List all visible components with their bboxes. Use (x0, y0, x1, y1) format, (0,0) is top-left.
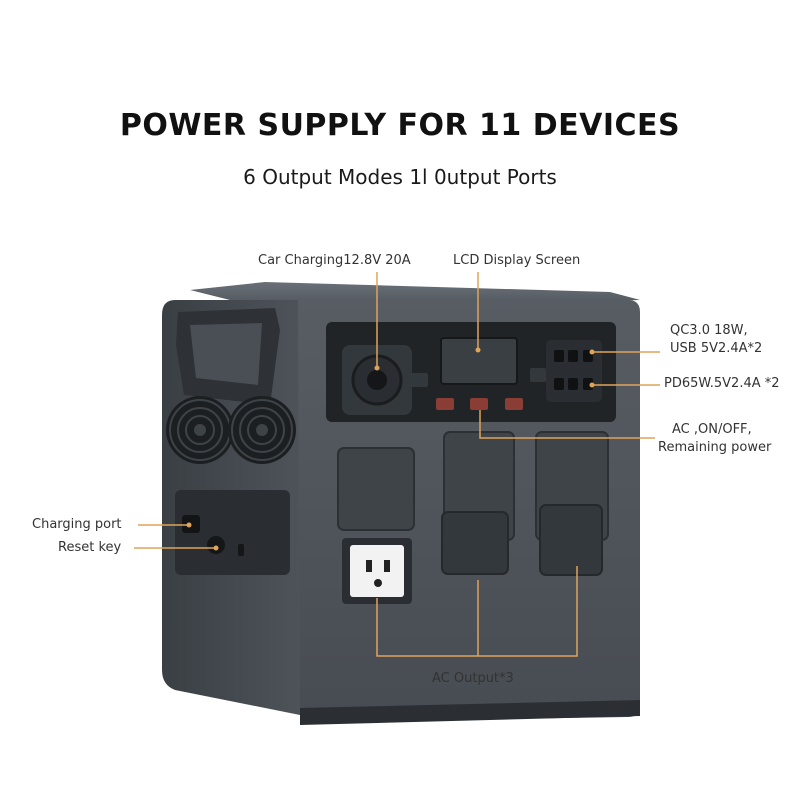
label-qc-line2: USB 5V2.4A*2 (670, 341, 763, 356)
usb-port-icon (554, 350, 593, 390)
side-input-panel (175, 490, 290, 575)
label-pd: PD65W.5V2.4A *2 (664, 376, 780, 391)
reset-key (207, 536, 225, 554)
ac-outlet-cover-flap (539, 504, 603, 576)
side-indicator (238, 544, 244, 556)
usb-port-panel (546, 340, 602, 402)
label-ac-line1: AC ,ON/OFF, (672, 422, 752, 437)
ac-outlet-cover-flap (441, 511, 509, 575)
base-strip (300, 700, 640, 725)
lcd-screen (440, 337, 518, 385)
label-ac-output: AC Output*3 (432, 671, 514, 686)
label-car-charging: Car Charging12.8V 20A (258, 253, 411, 268)
car-socket-button (410, 373, 428, 387)
fan-icon (166, 396, 234, 464)
label-qc-usb: QC3.0 18W, USB 5V2.4A*2 (670, 322, 762, 358)
charging-port (182, 515, 200, 533)
page-subheadline: 6 Output Modes 1l 0utput Ports (243, 165, 557, 189)
usb-switch-button (530, 368, 546, 382)
handle-opening (190, 323, 262, 385)
power-button (470, 398, 488, 410)
page-headline: POWER SUPPLY FOR 11 DEVICES (119, 108, 681, 143)
ac-button (436, 398, 454, 410)
remaining-power-button (505, 398, 523, 410)
label-qc-line1: QC3.0 18W, (670, 323, 748, 338)
fan-icon (228, 396, 296, 464)
label-ac-onoff: AC ,ON/OFF, Remaining power (658, 421, 771, 457)
label-charging-port: Charging port (32, 517, 122, 532)
ac-outlet-cover (337, 447, 415, 531)
car-socket-center (367, 370, 387, 390)
ac-socket-icon (350, 545, 404, 597)
label-ac-line2: Remaining power (658, 440, 772, 455)
label-reset-key: Reset key (58, 540, 122, 555)
label-lcd-display: LCD Display Screen (453, 253, 581, 268)
